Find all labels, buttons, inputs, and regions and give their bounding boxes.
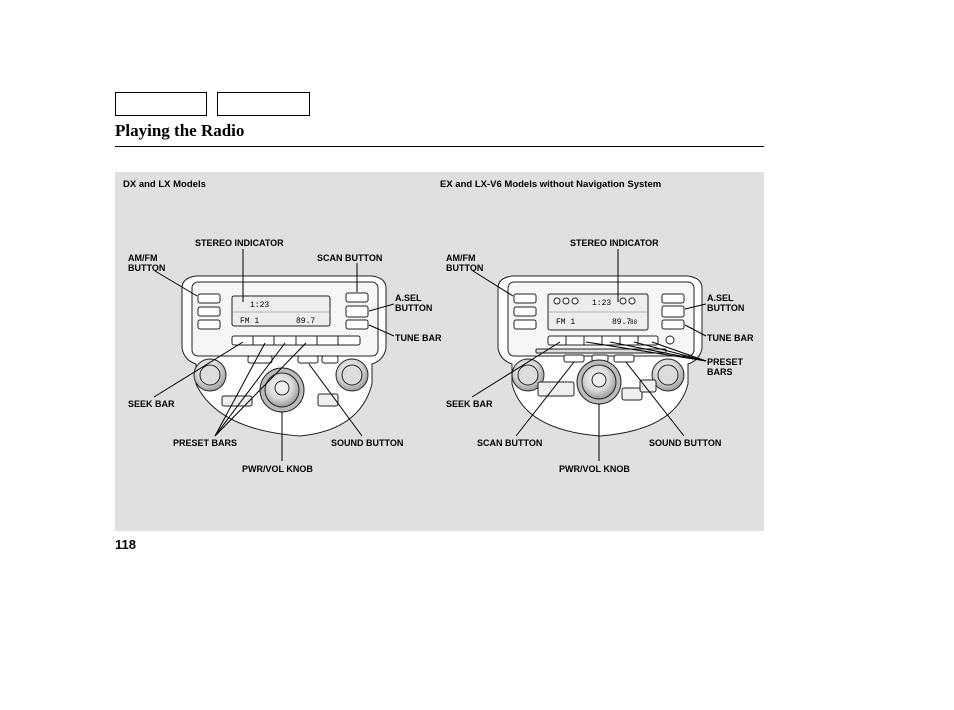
left-label-sound-button: SOUND BUTTON <box>331 438 404 448</box>
right-asel-button-shape <box>661 293 685 304</box>
nav-tab-index[interactable] <box>217 92 310 116</box>
left-label-amfm-button: AM/FM BUTTON <box>128 253 165 273</box>
right-label-tune-bar: TUNE BAR <box>707 333 754 343</box>
left-label-amfm-line2: BUTTON <box>128 263 166 273</box>
right-label-scan-button: SCAN BUTTON <box>477 438 543 448</box>
left-callout-lines <box>153 249 395 461</box>
left-label-scan-button: SCAN BUTTON <box>317 253 383 263</box>
right-label-seek-bar: SEEK BAR <box>446 399 493 409</box>
right-label-preset-line1: PRESET <box>707 357 744 367</box>
right-display-text: 1:23 FM 1 89.7 88 <box>556 299 638 327</box>
page-number: 118 <box>115 537 136 552</box>
right-label-sound-button: SOUND BUTTON <box>649 438 722 448</box>
left-seek-button <box>197 306 221 317</box>
right-label-pwr-vol-knob: PWR/VOL KNOB <box>559 464 630 474</box>
right-display-band: FM 1 <box>556 318 575 327</box>
left-label-preset-bars: PRESET BARS <box>173 438 238 448</box>
right-amfm-button <box>513 293 537 304</box>
left-display-text: 1:23 FM 1 89.7 <box>240 301 315 326</box>
left-display-clock: 1:23 <box>250 301 269 310</box>
right-display-clock: 1:23 <box>592 299 611 308</box>
left-label-seek-bar: SEEK BAR <box>128 399 175 409</box>
right-label-stereo-indicator: STEREO INDICATOR <box>570 238 659 248</box>
nav-tab-contents[interactable] <box>115 92 207 116</box>
right-tune-bar-shape <box>661 319 685 330</box>
right-label-asel-button: A.SEL BUTTON <box>707 293 744 313</box>
right-seek-button <box>513 306 537 317</box>
right-figure-heading: EX and LX-V6 Models without Navigation S… <box>440 179 662 190</box>
right-label-preset-bars: PRESET BARS <box>707 357 743 377</box>
right-display-aux: 88 <box>630 319 638 326</box>
left-label-asel-line2: BUTTON <box>395 303 433 313</box>
left-sound-button-shape <box>297 355 319 364</box>
left-label-tune-bar: TUNE BAR <box>395 333 442 343</box>
left-display-band: FM 1 <box>240 317 259 326</box>
right-label-amfm-button: AM/FM BUTTON <box>446 253 483 273</box>
right-label-asel-line2: BUTTON <box>707 303 745 313</box>
left-label-amfm-line1: AM/FM <box>128 253 158 263</box>
left-cd-button <box>197 319 221 330</box>
left-display-freq: 89.7 <box>296 317 315 326</box>
left-tune-bar-shape <box>345 319 369 330</box>
left-label-asel-line1: A.SEL <box>395 293 422 303</box>
left-asel-button-shape <box>345 305 369 318</box>
right-sound-button-shape <box>613 354 635 363</box>
left-scan-button-shape <box>345 292 369 303</box>
right-label-amfm-line2: BUTTON <box>446 263 484 273</box>
left-figure-heading: DX and LX Models <box>123 179 206 190</box>
right-scan-button-shape <box>563 354 585 363</box>
left-label-stereo-indicator: STEREO INDICATOR <box>195 238 284 248</box>
left-amfm-button <box>197 293 221 304</box>
left-radio-display <box>231 295 331 327</box>
right-display-freq: 89.7 <box>612 318 631 327</box>
right-label-asel-line1: A.SEL <box>707 293 734 303</box>
right-label-preset-line2: BARS <box>707 367 733 377</box>
right-callout-lines <box>471 249 707 461</box>
title-rule <box>115 146 764 147</box>
page-title: Playing the Radio <box>115 121 245 140</box>
left-label-asel-button: A.SEL BUTTON <box>395 293 432 313</box>
left-radio-unit <box>181 275 387 437</box>
right-label-amfm-line1: AM/FM <box>446 253 476 263</box>
right-radio-unit <box>497 275 703 437</box>
left-label-pwr-vol-knob: PWR/VOL KNOB <box>242 464 313 474</box>
